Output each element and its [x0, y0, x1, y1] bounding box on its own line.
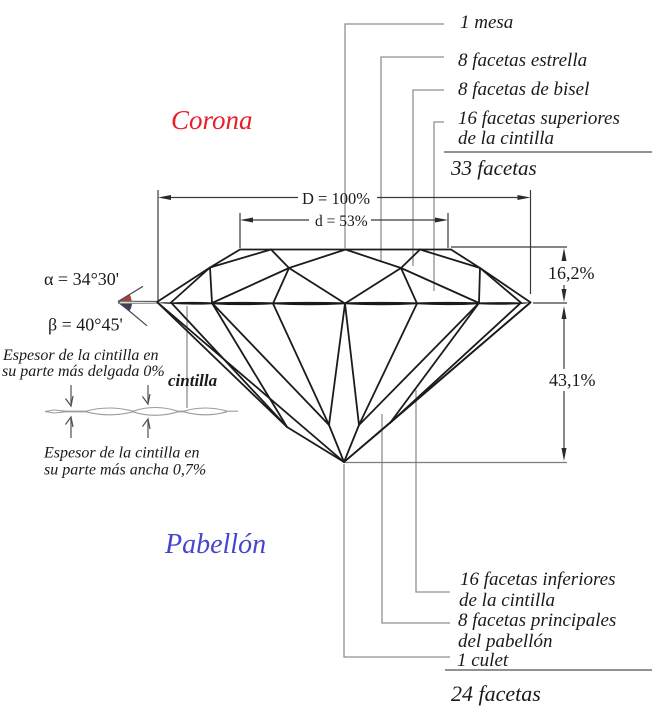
svg-text:8 facetas de bisel: 8 facetas de bisel	[458, 79, 589, 100]
svg-text:Espesor de la cintilla en: Espesor de la cintilla en	[43, 445, 200, 462]
svg-text:β = 40°45': β = 40°45'	[48, 315, 123, 335]
svg-text:del pabellón: del pabellón	[458, 631, 552, 652]
svg-text:su parte más delgada 0%: su parte más delgada 0%	[2, 363, 165, 380]
svg-text:24 facetas: 24 facetas	[451, 681, 541, 706]
svg-text:cintilla: cintilla	[168, 371, 218, 390]
svg-text:8 facetas principales: 8 facetas principales	[458, 610, 616, 631]
svg-text:Pabellón: Pabellón	[164, 529, 266, 560]
svg-text:su parte más ancha 0,7%: su parte más ancha 0,7%	[44, 462, 206, 479]
svg-text:1 culet: 1 culet	[457, 650, 509, 671]
svg-text:Espesor de la cintilla en: Espesor de la cintilla en	[2, 347, 159, 364]
svg-text:16 facetas inferiores: 16 facetas inferiores	[460, 569, 616, 590]
svg-text:α = 34°30': α = 34°30'	[44, 269, 119, 289]
svg-text:16 facetas superiores: 16 facetas superiores	[458, 108, 620, 129]
svg-text:de la cintilla: de la cintilla	[458, 128, 554, 149]
svg-text:de la cintilla: de la cintilla	[459, 590, 555, 611]
svg-text:33 facetas: 33 facetas	[450, 156, 537, 180]
svg-text:1 mesa: 1 mesa	[460, 12, 513, 33]
svg-text:D = 100%: D = 100%	[302, 189, 370, 208]
svg-text:16,2%: 16,2%	[548, 263, 595, 283]
svg-text:8 facetas estrella: 8 facetas estrella	[458, 50, 587, 71]
svg-text:Corona: Corona	[171, 105, 253, 135]
svg-text:43,1%: 43,1%	[549, 370, 596, 390]
svg-text:d = 53%: d = 53%	[315, 213, 368, 230]
